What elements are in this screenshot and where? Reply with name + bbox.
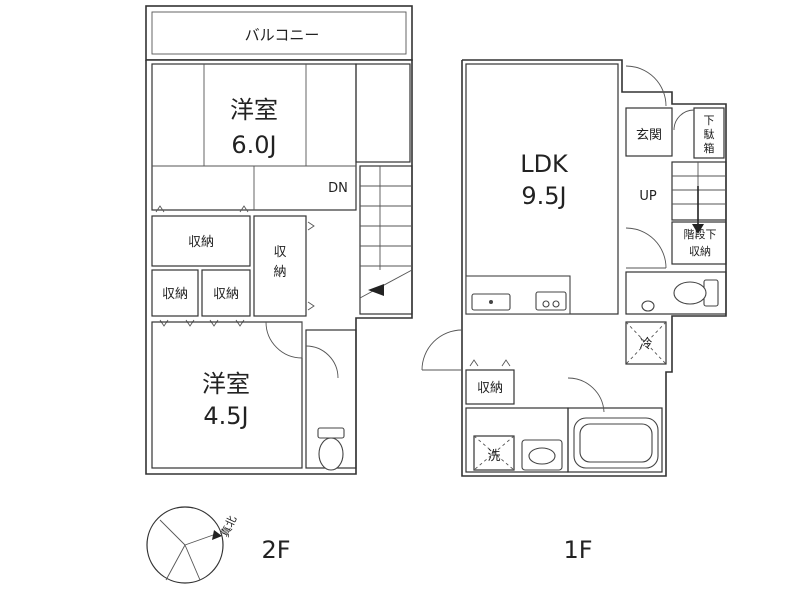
storage-vertical <box>253 215 307 317</box>
storage-mid-label: 収納 <box>213 287 239 302</box>
entrance <box>625 107 673 157</box>
shoe-box <box>693 107 725 159</box>
ldk-name: LDK <box>520 150 569 178</box>
balcony-inner <box>151 11 407 55</box>
ldk-size: 9.5J <box>521 182 566 210</box>
fridge-space <box>625 321 667 365</box>
shoe-box-label-2: 駄 <box>704 127 715 141</box>
shoe-box-label-3: 箱 <box>704 141 715 155</box>
storage-mid <box>201 269 251 317</box>
shoe-box-label-1: 下 <box>704 114 715 127</box>
under-stair-storage <box>671 221 727 265</box>
room-4-5j <box>151 321 303 469</box>
wash-basin-icon <box>521 439 563 471</box>
bathroom <box>567 407 663 473</box>
entrance-label: 玄関 <box>636 128 662 143</box>
storage-vertical-label-2: 納 <box>273 265 286 280</box>
storage-wide-label: 収納 <box>188 235 214 250</box>
stair-up-label: UP <box>639 189 657 204</box>
storage-left-label: 収納 <box>162 287 188 302</box>
kitchen-counter <box>465 275 571 315</box>
washer-space <box>473 435 515 471</box>
toilet-icon-1f <box>641 279 719 312</box>
floor-2-plan: バルコニー 洋室 6.0J DN 収納 収 <box>145 5 413 475</box>
storage-1f-label: 収納 <box>477 381 503 396</box>
balcony-label: バルコニー <box>245 26 320 44</box>
washer-label: 洗 <box>487 449 500 464</box>
stair-1f <box>671 161 727 234</box>
toilet-1f <box>625 271 727 315</box>
room-6j-name: 洋室 <box>230 96 278 124</box>
balcony-outline <box>145 5 413 61</box>
compass: 真北 <box>146 506 239 584</box>
floor-2-outline <box>145 59 413 475</box>
under-stair-label-1: 階段下 <box>684 227 717 241</box>
bathtub-icon <box>573 417 659 469</box>
floor-1-plan: LDK 9.5J 玄関 下 駄 箱 UP <box>421 59 727 477</box>
storage-1f <box>465 369 515 405</box>
floor-1-label: 1F <box>563 536 592 564</box>
storage-wide <box>151 215 251 267</box>
storage-vertical-label-1: 収 <box>273 245 286 260</box>
fridge-label: 冷 <box>639 337 652 352</box>
room-4-5j-size: 4.5J <box>203 402 248 430</box>
toilet-icon-2f <box>317 427 345 471</box>
compass-label: 真北 <box>217 513 239 539</box>
closet-top <box>355 63 411 163</box>
room-6j-size: 6.0J <box>231 131 276 159</box>
floor-2-label: 2F <box>261 536 290 564</box>
storage-left <box>151 269 199 317</box>
floor-1-outline <box>461 59 727 477</box>
stair-2f <box>359 165 413 315</box>
room-4-5j-name: 洋室 <box>202 370 250 398</box>
stair-dn-label: DN <box>328 181 348 196</box>
under-stair-label-2: 収納 <box>689 245 711 258</box>
